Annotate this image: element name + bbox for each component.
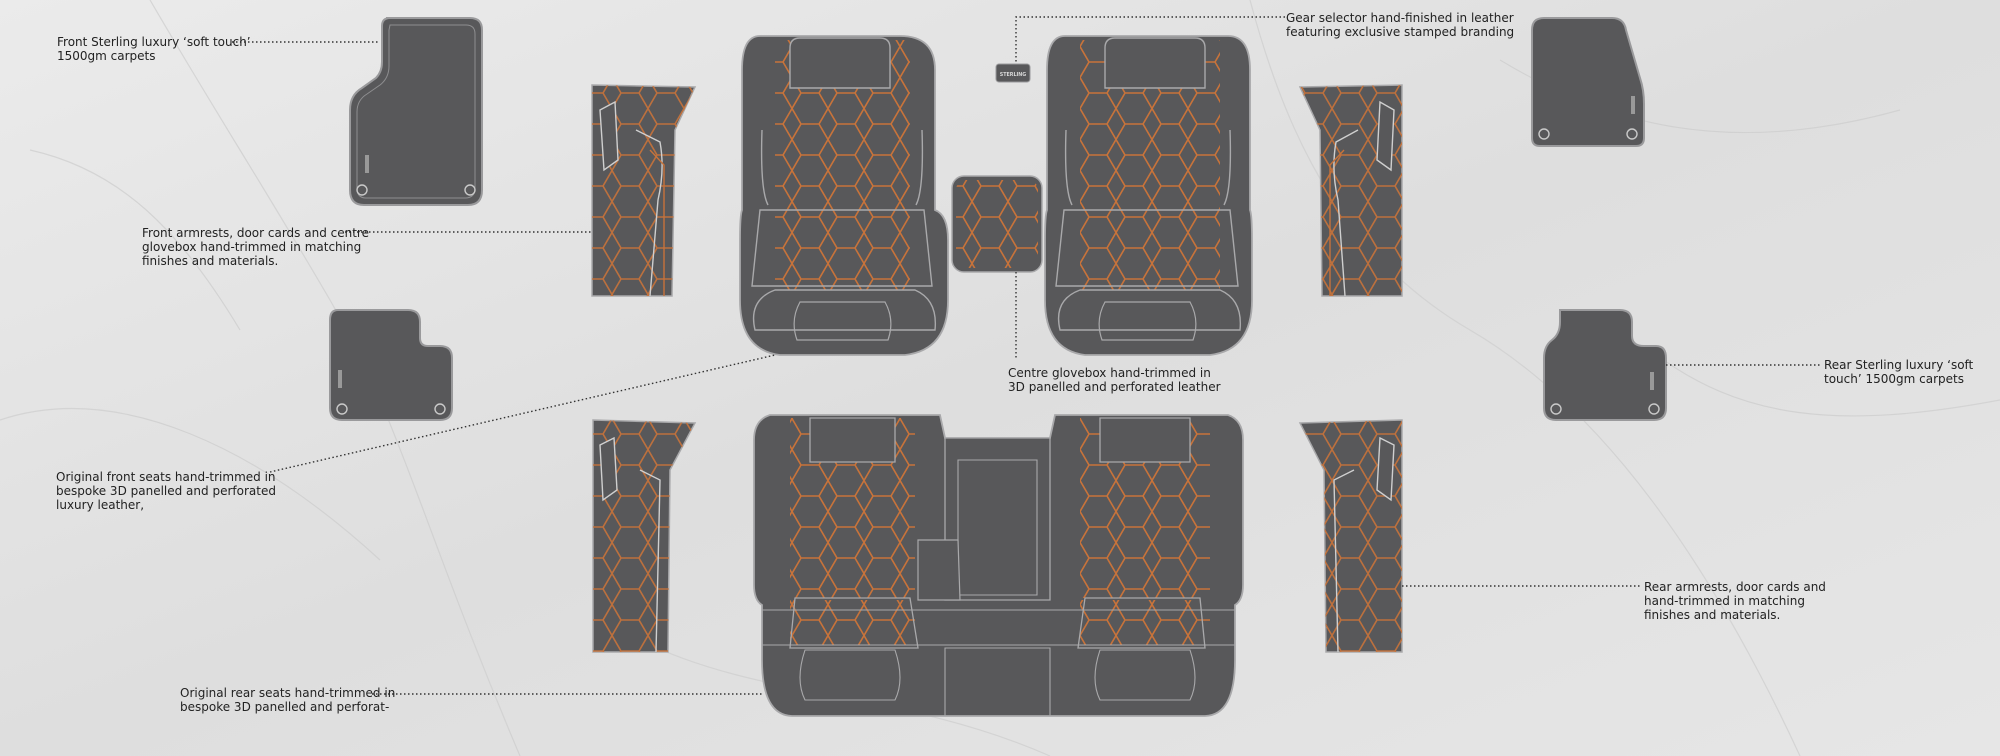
rear-left-door-card (592, 419, 697, 653)
front-left-door-card (591, 84, 697, 297)
rear-left-carpet (329, 309, 453, 421)
sterling-stamp: STERLING (1000, 72, 1027, 78)
front-right-seat (1044, 35, 1253, 356)
front-left-seat (739, 35, 949, 356)
label-rear-seats: Original rear seats hand-trimmed in besp… (180, 686, 396, 714)
gear-selector: STERLING (995, 63, 1031, 83)
label-centre-glovebox: Centre glovebox hand-trimmed in 3D panel… (1008, 366, 1221, 394)
rear-bench-seat (753, 414, 1244, 717)
front-left-carpet (349, 17, 483, 206)
leader-lines (232, 16, 1822, 695)
centre-glovebox (951, 175, 1043, 273)
front-right-carpet (1531, 17, 1645, 147)
label-rear-armrests: Rear armrests, door cards and hand-trimm… (1644, 580, 1826, 622)
label-rear-carpets: Rear Sterling luxury ‘soft touch’ 1500gm… (1824, 358, 1974, 386)
label-gear-selector: Gear selector hand-finished in leather f… (1286, 11, 1515, 39)
rear-right-door-card (1298, 419, 1403, 653)
label-front-seats: Original front seats hand-trimmed in bes… (56, 470, 276, 512)
label-front-carpets: Front Sterling luxury ‘soft touch’ 1500g… (57, 35, 251, 63)
label-front-armrests: Front armrests, door cards and centre gl… (142, 226, 369, 268)
rear-right-carpet (1543, 309, 1667, 421)
front-right-door-card (1298, 84, 1403, 297)
